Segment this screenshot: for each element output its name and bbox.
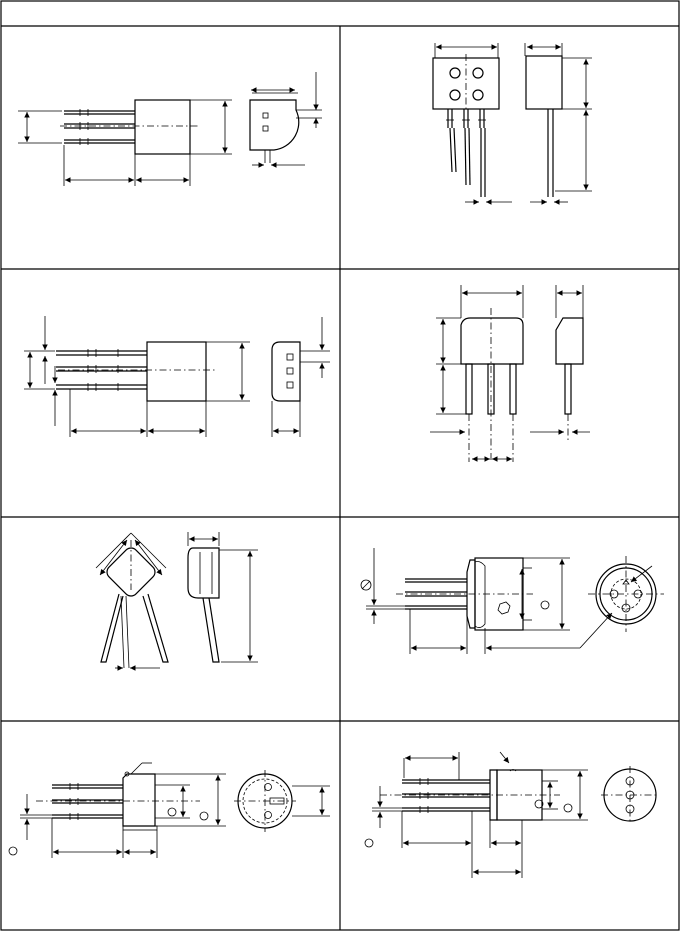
package-outline-4 — [430, 285, 590, 462]
package-outline-7 — [8, 762, 330, 858]
package-outline-2 — [432, 43, 592, 205]
package-outline-1 — [18, 72, 322, 186]
package-outline-8 — [364, 751, 659, 878]
package-outline-3 — [24, 316, 330, 437]
package-outline-6 — [360, 548, 664, 654]
package-outline-5 — [95, 532, 258, 671]
